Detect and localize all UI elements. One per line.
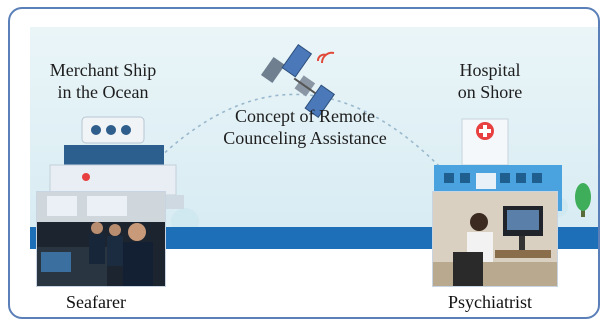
psychiatrist-caption: Psychiatrist	[448, 292, 532, 312]
figure-frame: Merchant Ship in the Ocean Concept of Re…	[8, 7, 600, 319]
seafarer-photo	[36, 191, 166, 287]
seafarer-caption: Seafarer	[66, 292, 126, 312]
concept-label-line2: Counceling Assistance	[223, 128, 387, 148]
tree-icon	[575, 183, 591, 217]
hospital-label-line2: on Shore	[457, 82, 523, 102]
ship-label-line2: in the Ocean	[57, 82, 149, 102]
signal-arc	[139, 93, 441, 178]
ship-label: Merchant Ship in the Ocean	[38, 59, 168, 103]
hospital-label: Hospital on Shore	[440, 59, 540, 103]
concept-label: Concept of Remote Counceling Assistance	[200, 105, 410, 149]
satellite-icon	[260, 43, 336, 118]
hospital-label-line1: Hospital	[459, 60, 521, 80]
psychiatrist-photo	[432, 191, 558, 287]
ship-label-line1: Merchant Ship	[49, 60, 157, 80]
concept-label-line1: Concept of Remote	[235, 106, 375, 126]
